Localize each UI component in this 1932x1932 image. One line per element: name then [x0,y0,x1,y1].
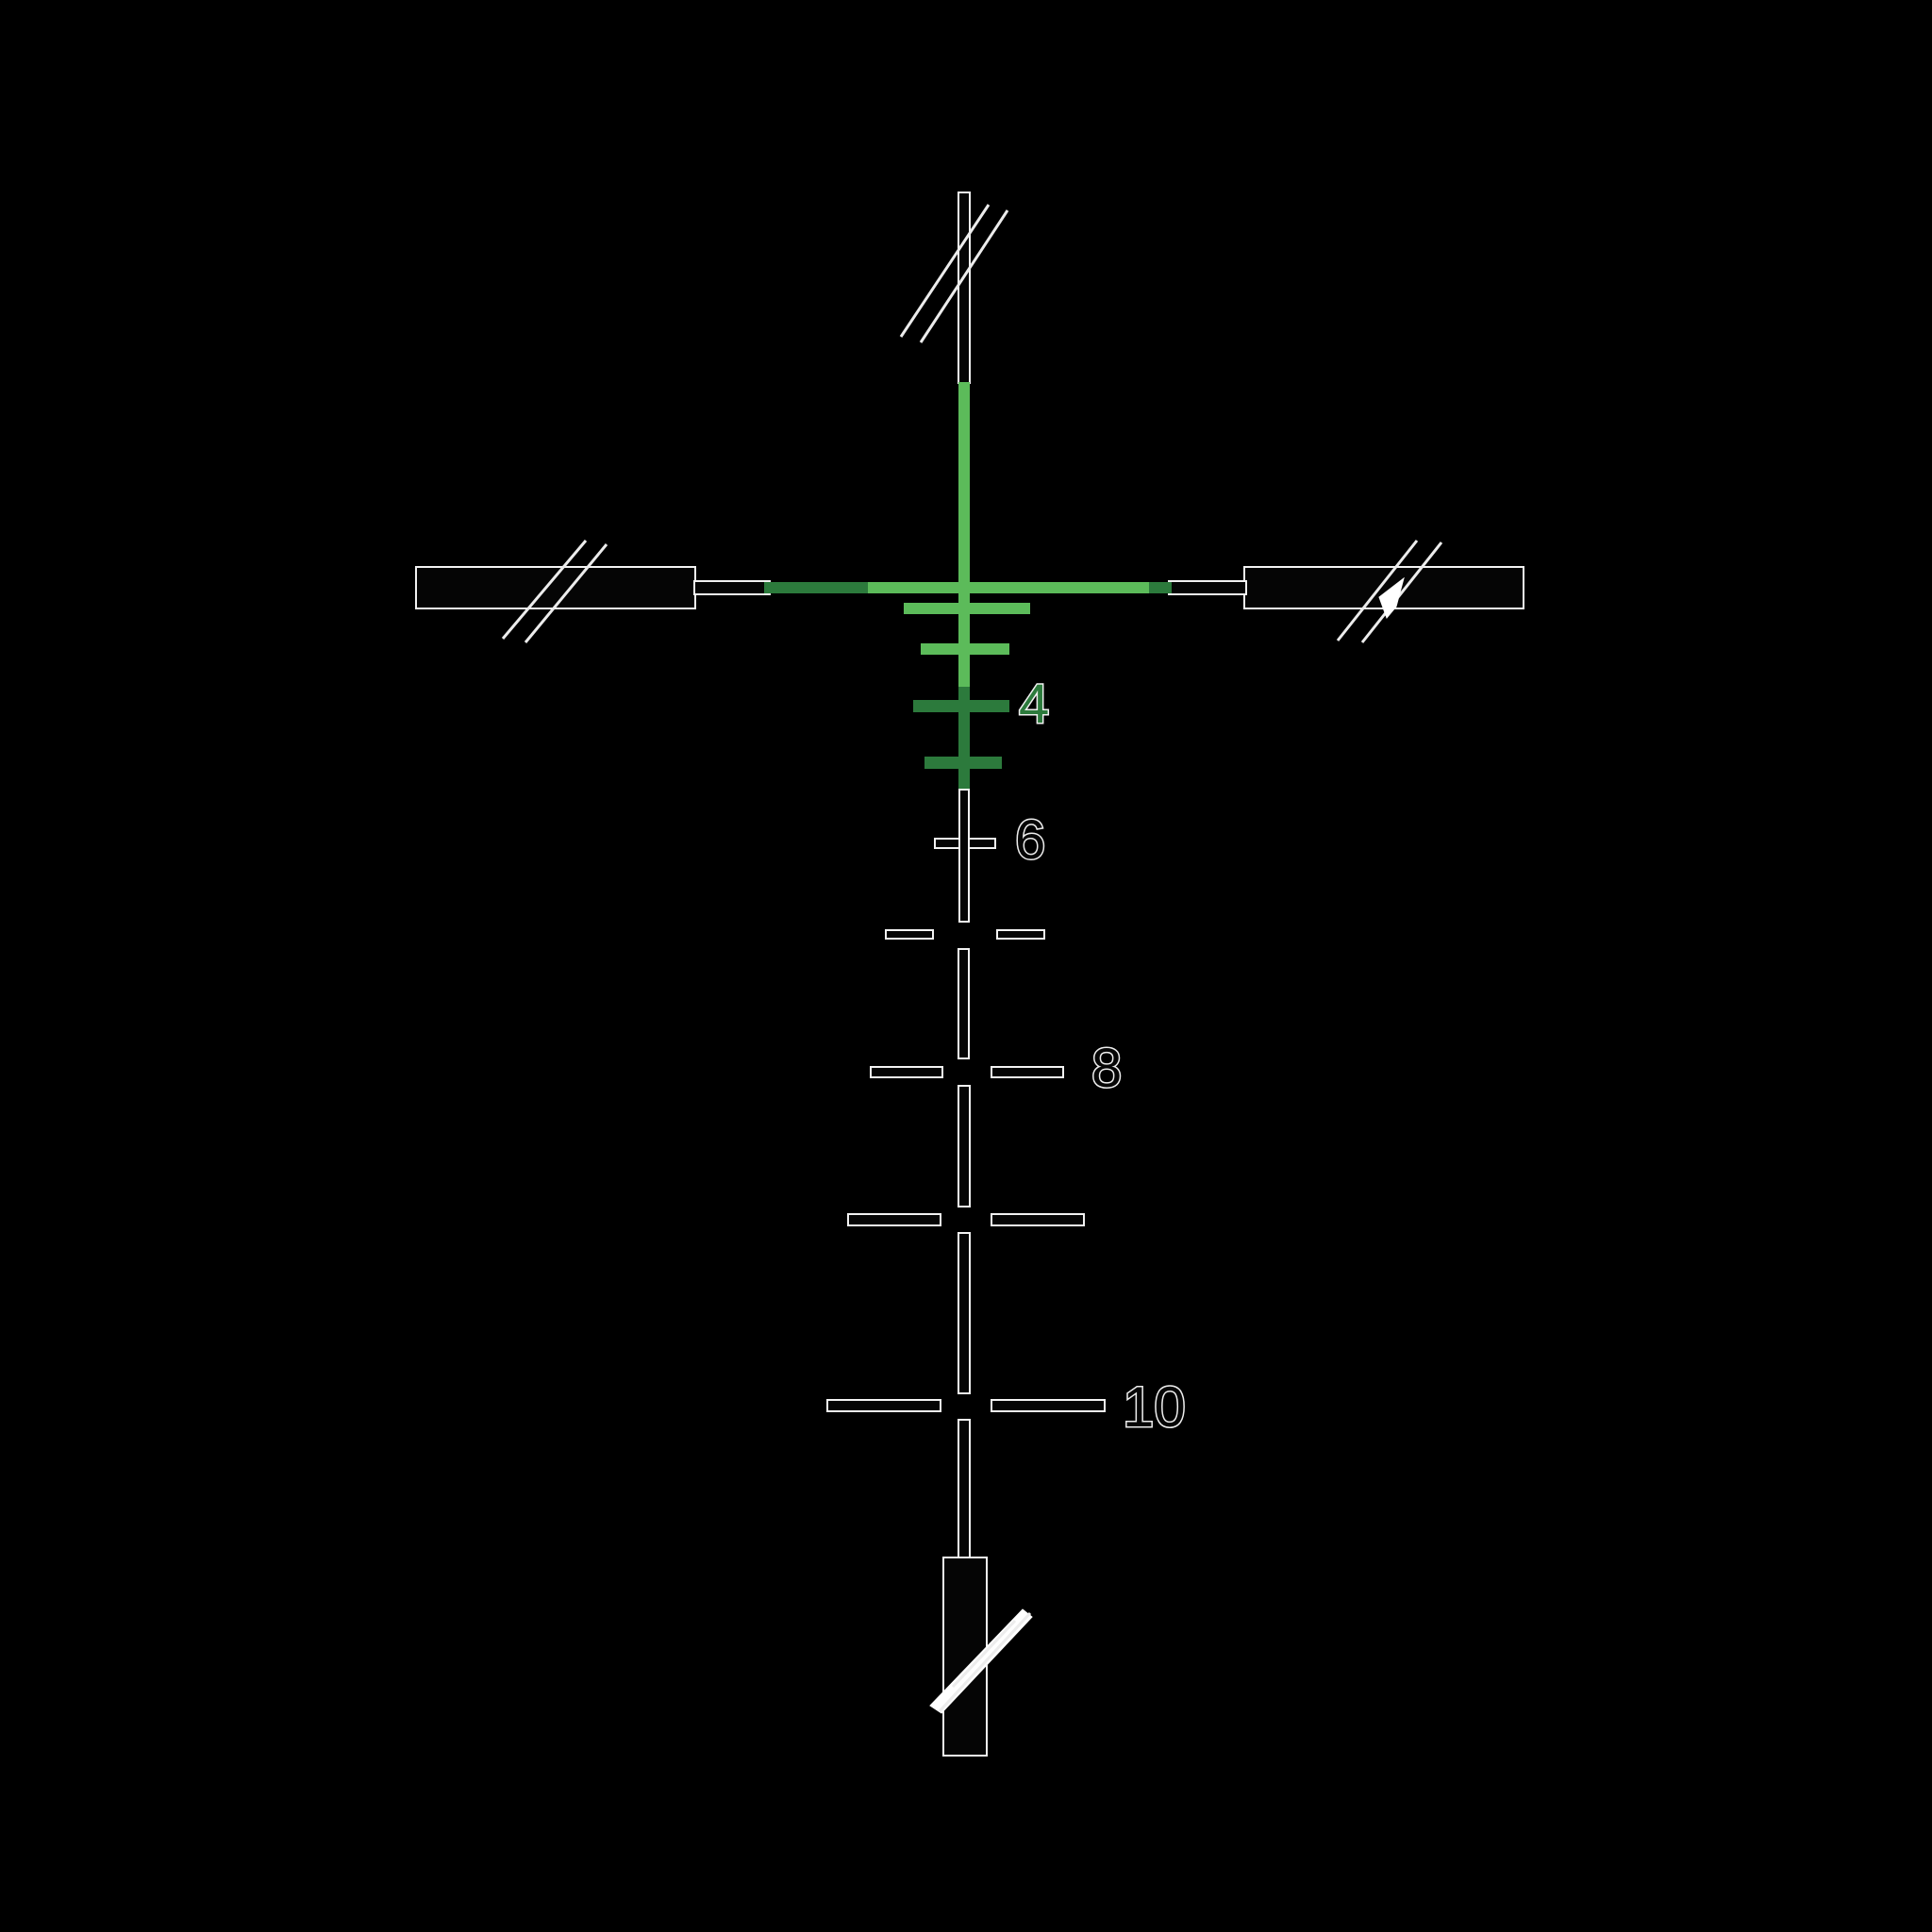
stem-segment-1 [958,789,970,923]
bottom-post-slash-icon [929,1608,1033,1714]
crosshair-h-left-light [868,582,964,593]
left-connector [693,580,771,595]
crosshair-h-right-light [964,582,1149,593]
stadia-tick-3 [913,700,1009,712]
left-post-slash-icon [501,540,608,643]
stadia-tick-4 [924,757,1002,769]
right-post-slash-icon [1336,540,1443,643]
stem-segment-5 [958,1419,971,1562]
stadia-label-4: 4 [1017,674,1050,735]
stadia-label-6: 6 [1013,809,1046,871]
stadia-tick-6-right [996,929,1045,940]
crosshair-h-left-dark [764,582,868,593]
stadia-tick-7-right [991,1066,1064,1078]
stadia-label-8: 8 [1090,1038,1123,1099]
stadia-tick-8-left [847,1213,941,1226]
stadia-tick-9-left [826,1399,941,1412]
stadia-tick-9-right [991,1399,1106,1412]
right-connector [1168,580,1247,595]
crosshair-v-upper [958,382,970,588]
stadia-tick-2 [921,643,1009,655]
stem-segment-2 [958,948,970,1059]
stem-segment-3 [958,1085,971,1208]
stadia-tick-7-left [870,1066,943,1078]
stem-segment-4 [958,1232,971,1394]
stadia-label-10: 10 [1122,1375,1188,1439]
left-post [415,566,696,609]
stadia-tick-6-left [885,929,934,940]
crosshair-h-right-dark [1149,582,1172,593]
stadia-tick-8-right [991,1213,1085,1226]
stadia-tick-1 [904,603,1030,614]
top-post-slash-icon [899,204,1009,343]
